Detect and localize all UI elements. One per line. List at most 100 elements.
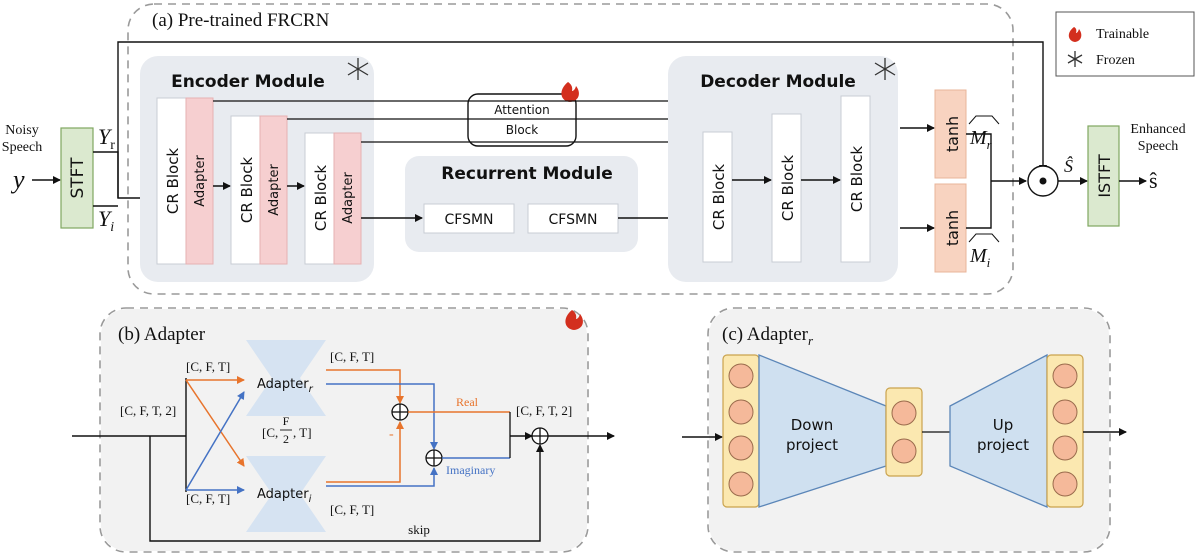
decoder-cr-block-3 <box>840 95 871 263</box>
wire-skip <box>149 436 544 542</box>
encoder-adapter-label-3: Adapter <box>341 172 356 224</box>
real-label: Real <box>456 395 479 409</box>
tanh-block-i <box>934 183 967 273</box>
encoder-cr-label-2: CR Block <box>238 157 256 224</box>
cfsmn-label-2: CFSMN <box>548 212 597 228</box>
attention-label-1: Attention <box>494 103 549 117</box>
adapter-cft-bottom-right: [C, F, T] <box>330 502 374 517</box>
istft-block <box>1087 125 1120 227</box>
stft-label: STFT <box>68 157 88 199</box>
mask-r-label: Mr <box>969 127 993 152</box>
wire-r-orange <box>326 369 404 404</box>
adapter-i-label: Adapteri <box>257 487 312 505</box>
flame-icon <box>561 82 579 102</box>
output-s-hat: ŝ <box>1149 168 1158 193</box>
panel-frcrn-title: (a) Pre-trained FRCRN <box>152 10 330 31</box>
panel-frcrn: (a) Pre-trained FRCRN Noisy Speech y STF… <box>2 3 1186 295</box>
encoder-adapter-label-2: Adapter <box>267 164 282 216</box>
yi-label: Yi <box>98 206 114 235</box>
wire-i-orange <box>326 421 404 483</box>
stft-block <box>60 127 94 229</box>
neuron <box>1052 471 1078 497</box>
flame-icon <box>1068 27 1082 42</box>
input-y: y <box>10 165 25 194</box>
mask-i-hat <box>968 233 1000 243</box>
adapter-cft-bottom-left: [C, F, T] <box>186 491 230 506</box>
panel-adapter: (b) Adapter [C, F, T, 2] [C, F, T] [C, F… <box>72 307 615 553</box>
recurrent-title: Recurrent Module <box>441 164 612 184</box>
legend-box <box>1055 11 1195 77</box>
imaginary-label: Imaginary <box>446 463 495 477</box>
up-label-1: Up <box>993 416 1014 434</box>
noisy-label-2: Speech <box>2 140 42 155</box>
istft-label: ISTFT <box>1095 154 1114 198</box>
legend-frozen-label: Frozen <box>1096 53 1135 68</box>
neuron <box>891 438 917 464</box>
neuron <box>728 363 754 389</box>
adapter-i-shape <box>246 456 326 532</box>
encoder-cr-block-2 <box>230 115 261 265</box>
skip-label: skip <box>408 522 430 537</box>
mask-i-label: Mi <box>969 245 991 270</box>
legend-trainable-label: Trainable <box>1096 27 1149 42</box>
adapter-output-shape: [C, F, T, 2] <box>516 403 572 418</box>
enhanced-label-1: Enhanced <box>1130 122 1185 137</box>
tanh-label-i: tanh <box>943 210 962 246</box>
adapter-r-shape <box>246 340 326 416</box>
adapter-r-label: Adapterr <box>257 377 314 395</box>
encoder-adapter-label-1: Adapter <box>193 155 208 207</box>
up-label-2: project <box>977 436 1029 454</box>
adapter-cft-top-left: [C, F, T] <box>186 359 230 374</box>
wire-i-blue <box>326 467 438 487</box>
cfsmn-block-1 <box>423 203 515 234</box>
legend: Trainable Frozen <box>1055 11 1195 77</box>
panel-frcrn-border <box>127 3 1014 295</box>
cfsmn-block-2 <box>527 203 619 234</box>
panel-adapter-r-title: (c) Adapterr <box>722 324 814 348</box>
panel-adapter-title: (b) Adapter <box>118 324 206 345</box>
decoder-cr-block-1 <box>702 131 733 263</box>
neuron <box>891 400 917 426</box>
decoder-cr-label-2: CR Block <box>779 155 797 222</box>
flame-icon <box>565 310 583 330</box>
panel-adapter-border <box>99 307 589 553</box>
cfsmn-label-1: CFSMN <box>444 212 493 228</box>
neuron <box>1052 363 1078 389</box>
output-layer <box>1046 354 1084 508</box>
half-prefix: [C, <box>262 425 278 440</box>
neuron <box>728 471 754 497</box>
attention-label-2: Block <box>506 123 539 137</box>
encoder-cr-label-3: CR Block <box>312 165 330 232</box>
wire-bypass <box>117 41 1047 198</box>
wire-orange-cross <box>185 379 245 467</box>
neuron <box>728 399 754 425</box>
snowflake-icon <box>1067 51 1083 67</box>
mask-r-hat <box>968 115 1000 125</box>
minus-sign: - <box>389 427 394 442</box>
decoder-cr-block-2 <box>771 113 802 263</box>
enhanced-label-2: Speech <box>1138 139 1178 154</box>
decoder-cr-label-3: CR Block <box>848 146 866 213</box>
up-project <box>949 353 1048 508</box>
noisy-label-1: Noisy <box>5 123 38 138</box>
half-den: 2 <box>283 432 289 446</box>
encoder-cr-block-3 <box>304 132 335 265</box>
snowflake-icon <box>874 58 896 80</box>
panel-adapter-r-border <box>707 307 1111 553</box>
tanh-block-r <box>934 89 967 179</box>
yr-label: Yr <box>98 124 115 153</box>
encoder-adapter-3 <box>333 132 362 265</box>
half-suffix: , T] <box>293 425 312 440</box>
multiply-dot <box>1039 177 1047 185</box>
down-label-2: project <box>786 436 838 454</box>
wire-r-blue <box>326 383 438 450</box>
encoder-title: Encoder Module <box>171 72 325 92</box>
half-num: F <box>283 414 290 428</box>
wire-blue-cross <box>185 391 245 491</box>
decoder-cr-label-1: CR Block <box>710 164 728 231</box>
neuron <box>1052 435 1078 461</box>
encoder-adapter-1 <box>185 97 214 265</box>
s-hat-label: Ŝ <box>1064 155 1073 176</box>
tanh-label-r: tanh <box>943 116 962 152</box>
down-label-1: Down <box>791 416 834 434</box>
